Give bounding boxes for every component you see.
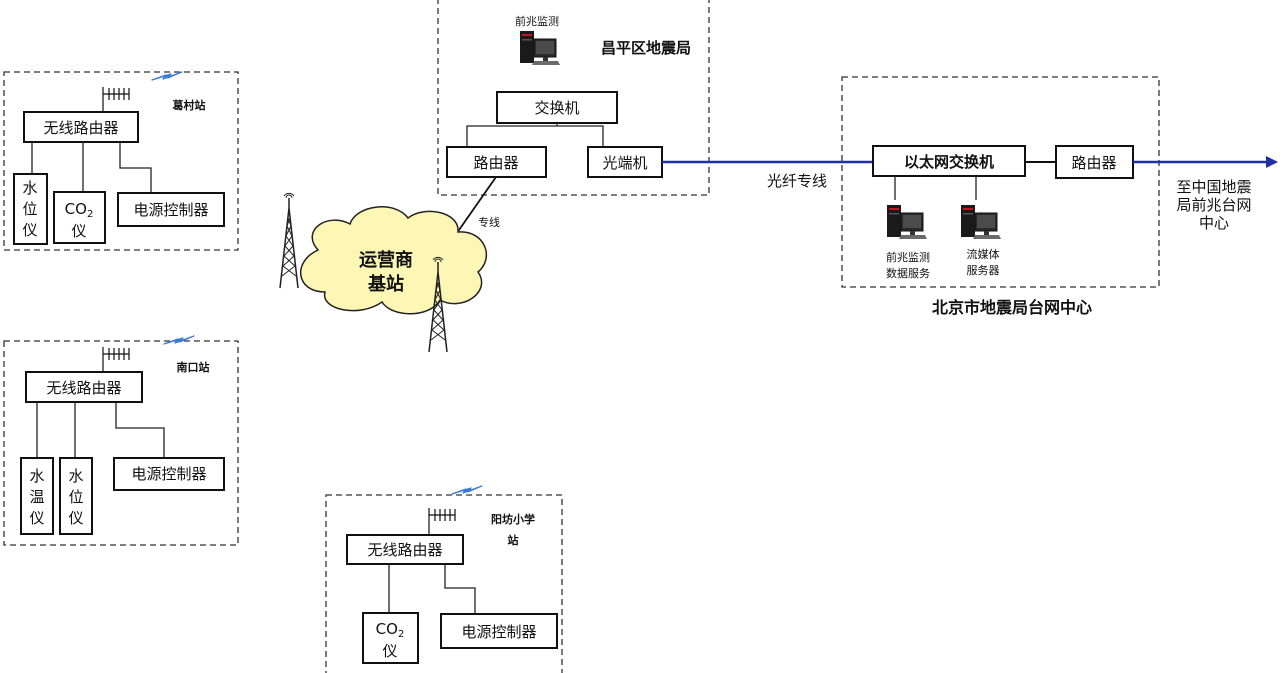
server1-line2: 数据服务	[886, 266, 930, 280]
yangfang-station	[325, 494, 563, 673]
yangfang-router-label: 无线路由器	[367, 541, 442, 559]
changping-router-box	[446, 146, 547, 178]
nankou-wt-1: 水	[29, 467, 44, 485]
nankou-station	[3, 340, 239, 546]
gecun-wl-3: 仪	[22, 221, 37, 239]
optical-label: 光端机	[602, 154, 647, 172]
eth-switch-label: 以太网交换机	[904, 153, 994, 171]
gecun-co2-box	[53, 191, 106, 244]
media-server-icon	[960, 204, 1002, 240]
gecun-router-box	[23, 111, 139, 143]
destination-line1: 至中国地震	[1176, 178, 1251, 196]
fiber-label: 光纤专线	[767, 172, 827, 190]
changping-pc-label: 前兆监测	[515, 14, 559, 28]
nankou-signal-icon	[163, 335, 195, 345]
beijing-region	[841, 76, 1160, 288]
cloud-line1: 运营商	[359, 249, 413, 271]
gecun-power-label: 电源控制器	[133, 201, 208, 219]
dedicated-line-label: 专线	[478, 215, 500, 229]
yangfang-antenna-icon	[428, 507, 456, 523]
yangfang-title-2: 站	[508, 533, 519, 547]
gecun-water-level-box	[13, 173, 48, 245]
server1-line1: 前兆监测	[886, 250, 930, 264]
yangfang-power-label: 电源控制器	[461, 623, 536, 641]
gecun-station	[3, 71, 239, 251]
data-server-icon	[886, 204, 928, 240]
yangfang-co2-box	[362, 612, 419, 664]
gecun-router-label: 无线路由器	[43, 119, 118, 137]
yangfang-signal-icon	[451, 485, 483, 495]
beijing-router-label: 路由器	[1071, 154, 1116, 172]
yangfang-title-1: 阳坊小学	[491, 512, 535, 526]
nankou-power-box	[113, 457, 225, 491]
gecun-power-box	[117, 192, 225, 227]
changping-region	[437, 0, 710, 196]
nankou-wl-2: 位	[68, 488, 83, 506]
nankou-water-temp-box	[20, 457, 54, 535]
yangfang-co2-line2: 仪	[382, 642, 397, 660]
tower-left-icon	[279, 192, 299, 289]
switch-label: 交换机	[534, 99, 579, 117]
destination-line3: 中心	[1199, 214, 1229, 232]
nankou-wl-1: 水	[68, 467, 83, 485]
switch-links	[466, 125, 604, 148]
cloud-line2: 基站	[367, 273, 404, 295]
server2-line2: 服务器	[967, 264, 1000, 277]
gecun-signal-icon	[151, 71, 183, 81]
dedicated-line	[451, 176, 497, 241]
nankou-water-level-box	[59, 457, 93, 535]
nankou-title: 南口站	[177, 360, 210, 374]
monitor-pc-icon	[519, 30, 561, 66]
gecun-wl-2: 位	[22, 200, 37, 218]
yangfang-co2-label: CO2	[376, 620, 405, 640]
destination-line2: 局前兆台网	[1176, 196, 1251, 214]
eth-switch-box	[872, 145, 1026, 177]
nankou-wt-3: 仪	[29, 509, 44, 527]
gecun-wl-1: 水	[22, 179, 37, 197]
yangfang-power-box	[440, 613, 558, 649]
nankou-router-box	[25, 371, 143, 403]
nankou-router-label: 无线路由器	[46, 379, 121, 397]
gecun-co2-label: CO2	[65, 200, 94, 220]
nankou-antenna-icon	[102, 346, 130, 362]
nankou-wl-3: 仪	[68, 509, 83, 527]
gecun-co2-line2: 仪	[71, 222, 86, 240]
gecun-title: 葛村站	[172, 98, 206, 112]
server2-line1: 流媒体	[967, 247, 1000, 261]
yangfang-router-box	[346, 534, 464, 565]
changping-title: 昌平区地震局	[601, 39, 691, 57]
beijing-title: 北京市地震局台网中心	[932, 298, 1092, 317]
changping-router-label: 路由器	[473, 154, 518, 172]
gecun-antenna-icon	[102, 86, 130, 102]
nankou-wt-2: 温	[29, 488, 44, 506]
beijing-router-box	[1055, 145, 1134, 179]
nankou-power-label: 电源控制器	[131, 465, 206, 483]
